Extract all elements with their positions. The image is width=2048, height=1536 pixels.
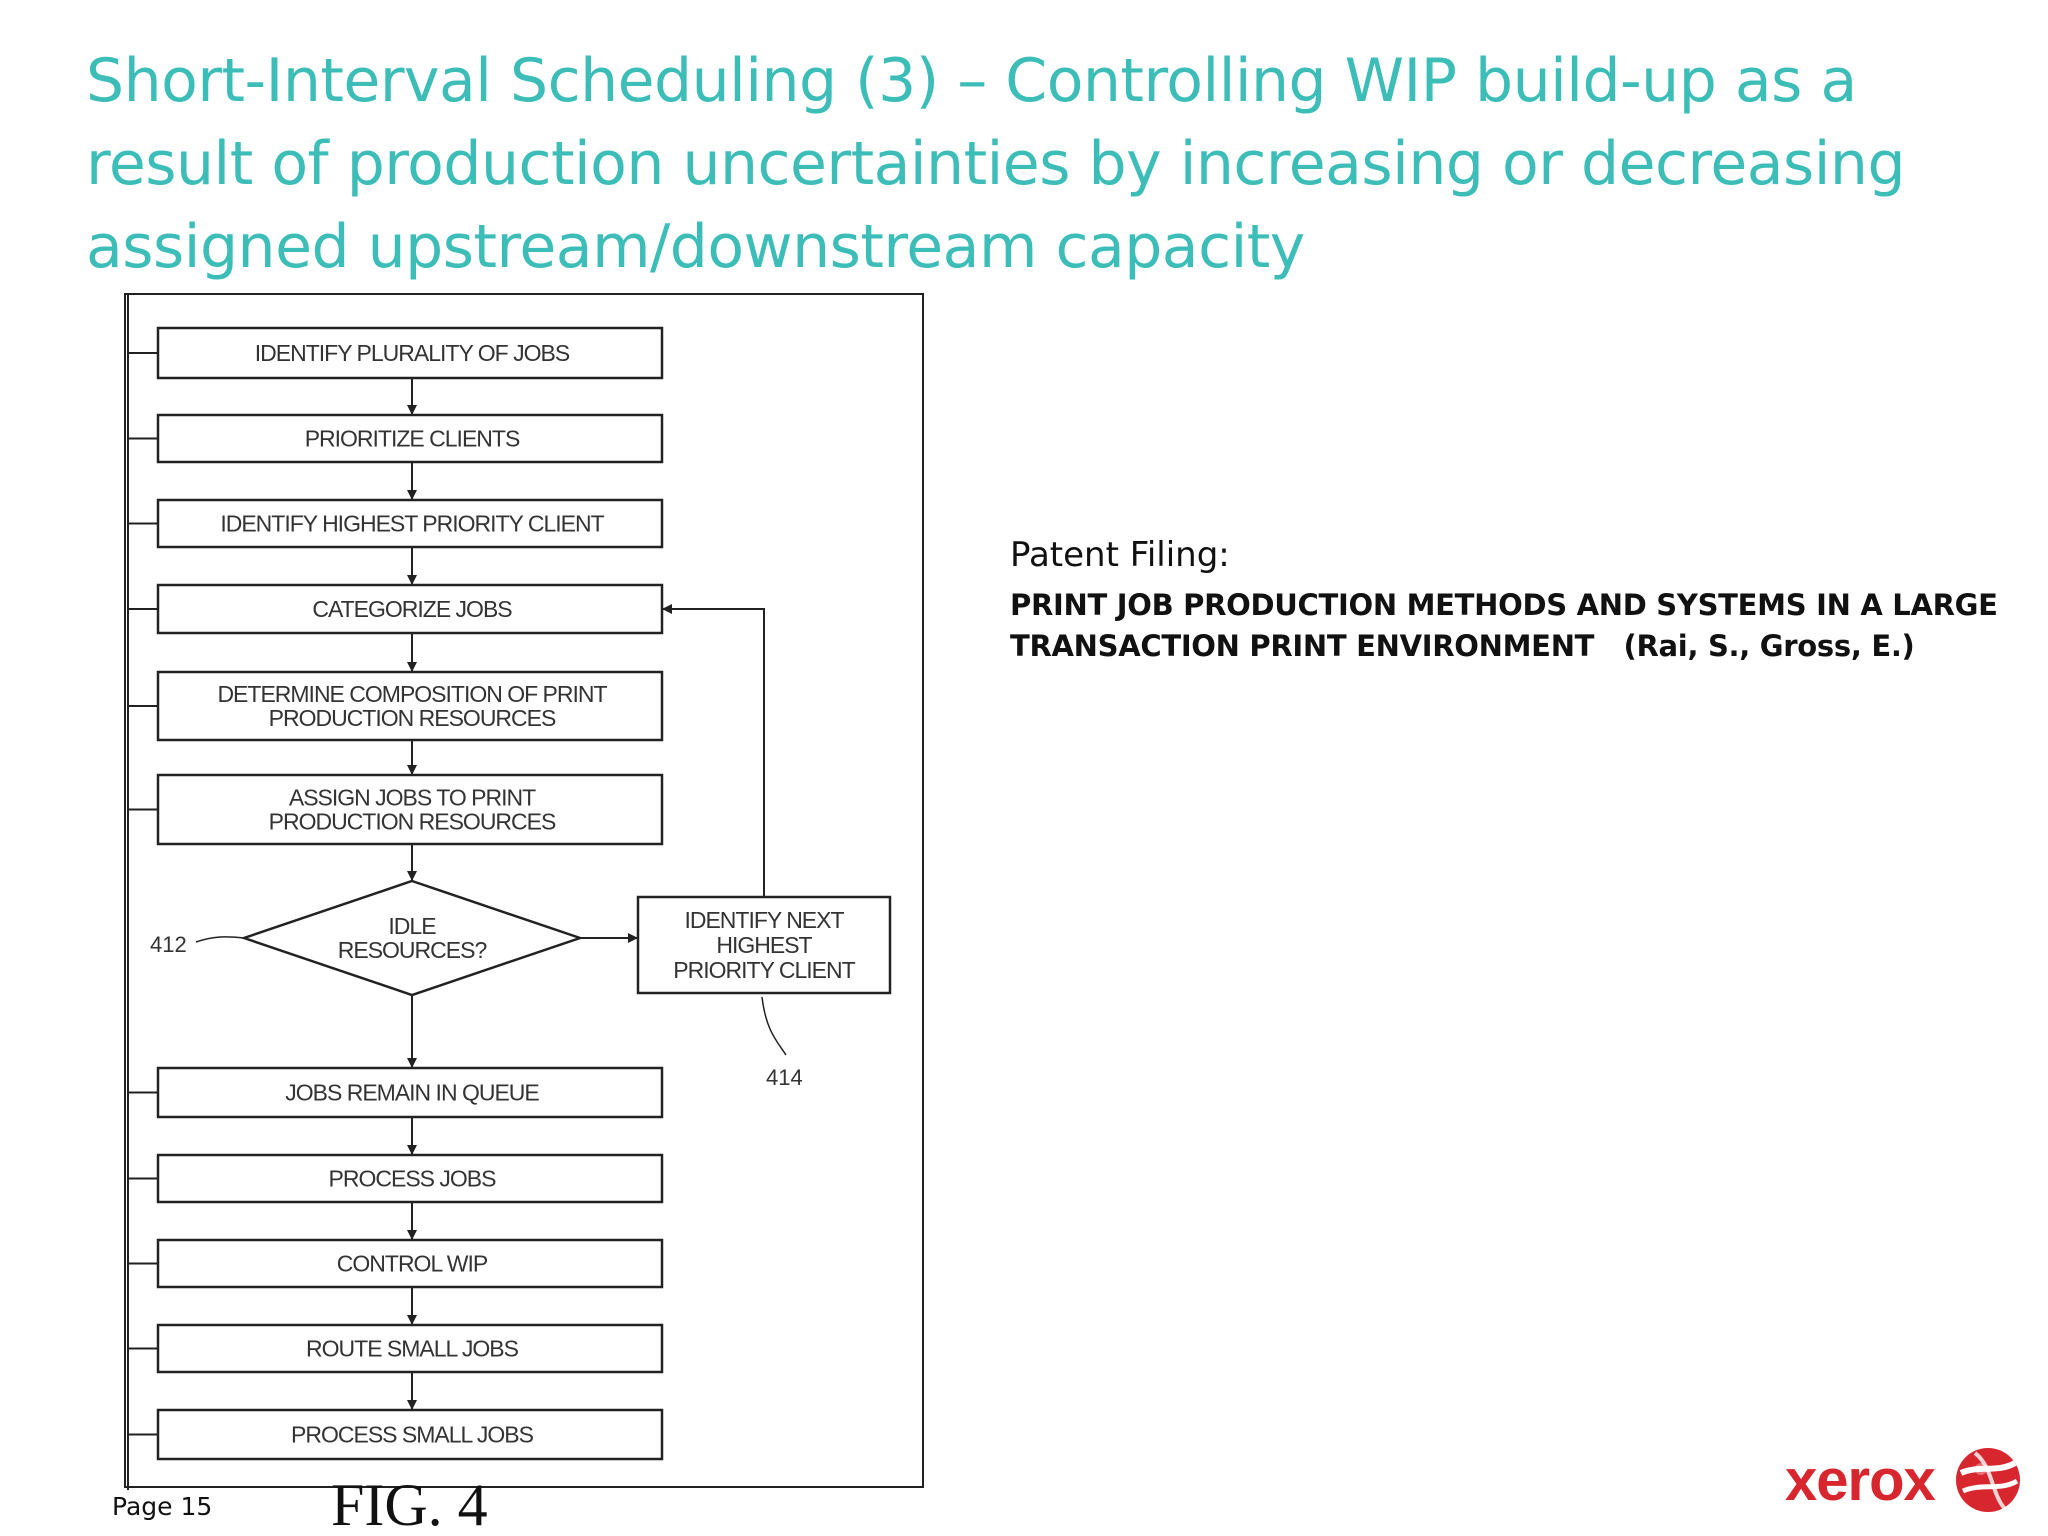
slide-title: Short-Interval Scheduling (3) – Controll… <box>86 40 1986 289</box>
patent-title-line-2: TRANSACTION PRINT ENVIRONMENT (Rai, S., … <box>1010 626 2010 667</box>
loop-back-arrow <box>662 604 765 897</box>
box-jobs-remain-queue <box>156 1066 664 1119</box>
box-label-process-small-jobs: PROCESS SMALL JOBS <box>291 1422 534 1448</box>
title-line-2: result of production uncertainties by in… <box>86 129 1906 199</box>
box-determine-composition <box>156 670 664 742</box>
ref-414: 414 <box>766 1065 803 1090</box>
page-number: Page 15 <box>112 1492 213 1521</box>
box-label-assign-jobs: PRODUCTION RESOURCES <box>269 809 556 835</box>
xerox-sphere-icon <box>1955 1448 2020 1512</box>
decision-label: RESOURCES? <box>338 937 487 963</box>
box-label-jobs-remain-queue: JOBS REMAIN IN QUEUE <box>285 1080 539 1106</box>
box-label-control-wip: CONTROL WIP <box>337 1251 488 1277</box>
ref-412: 412 <box>150 932 187 957</box>
patent-info: Patent Filing: PRINT JOB PRODUCTION METH… <box>1010 535 2010 667</box>
figure-caption: FIG. 4 <box>331 1472 488 1536</box>
box-label-assign-jobs: ASSIGN JOBS TO PRINT <box>289 785 536 811</box>
box-prioritize-clients <box>156 413 664 464</box>
patent-title-line-1: PRINT JOB PRODUCTION METHODS AND SYSTEMS… <box>1010 588 1998 622</box>
box-identify-jobs <box>156 326 664 380</box>
title-line-1: Short-Interval Scheduling (3) – Controll… <box>86 46 1857 116</box>
box-label-determine-composition: PRODUCTION RESOURCES <box>269 705 556 731</box>
box-label-identify-next-client: HIGHEST <box>716 932 812 958</box>
box-label-identify-next-client: PRIORITY CLIENT <box>673 957 855 983</box>
box-label-determine-composition: DETERMINE COMPOSITION OF PRINT <box>217 681 607 707</box>
patent-figure: IDENTIFY PLURALITY OF JOBS PRIORITIZE CLI… <box>124 293 924 1536</box>
box-label-process-jobs: PROCESS JOBS <box>329 1166 497 1192</box>
box-identify-next-client <box>636 895 892 995</box>
title-line-3: assigned upstream/downstream capacity <box>86 212 1305 282</box>
ref-412-leader <box>195 936 245 943</box>
xerox-logo: xerox <box>1785 1440 2023 1520</box>
patent-title-line-2-text: TRANSACTION PRINT ENVIRONMENT <box>1010 629 1595 663</box>
box-label-identify-next-client: IDENTIFY NEXT <box>684 907 844 933</box>
box-label-identify-jobs: IDENTIFY PLURALITY OF JOBS <box>255 340 570 366</box>
patent-label: Patent Filing: <box>1010 535 1230 575</box>
flowchart: IDENTIFY PLURALITY OF JOBS PRIORITIZE CLI… <box>127 295 892 1536</box>
box-label-prioritize-clients: PRIORITIZE CLIENTS <box>305 426 520 452</box>
patent-title: PRINT JOB PRODUCTION METHODS AND SYSTEMS… <box>1010 585 2010 667</box>
box-identify-highest-client <box>156 498 664 549</box>
box-label-categorize-jobs: CATEGORIZE JOBS <box>312 596 512 622</box>
box-process-jobs <box>156 1153 664 1204</box>
box-label-identify-highest-client: IDENTIFY HIGHEST PRIORITY CLIENT <box>220 511 604 537</box>
box-assign-jobs <box>156 773 664 846</box>
ref-414-leader <box>761 996 787 1056</box>
patent-authors: (Rai, S., Gross, E.) <box>1623 629 1915 663</box>
box-label-route-small-jobs: ROUTE SMALL JOBS <box>306 1336 519 1362</box>
decision-label: IDLE <box>388 913 436 939</box>
logo-wordmark: xerox <box>1785 1447 1936 1513</box>
